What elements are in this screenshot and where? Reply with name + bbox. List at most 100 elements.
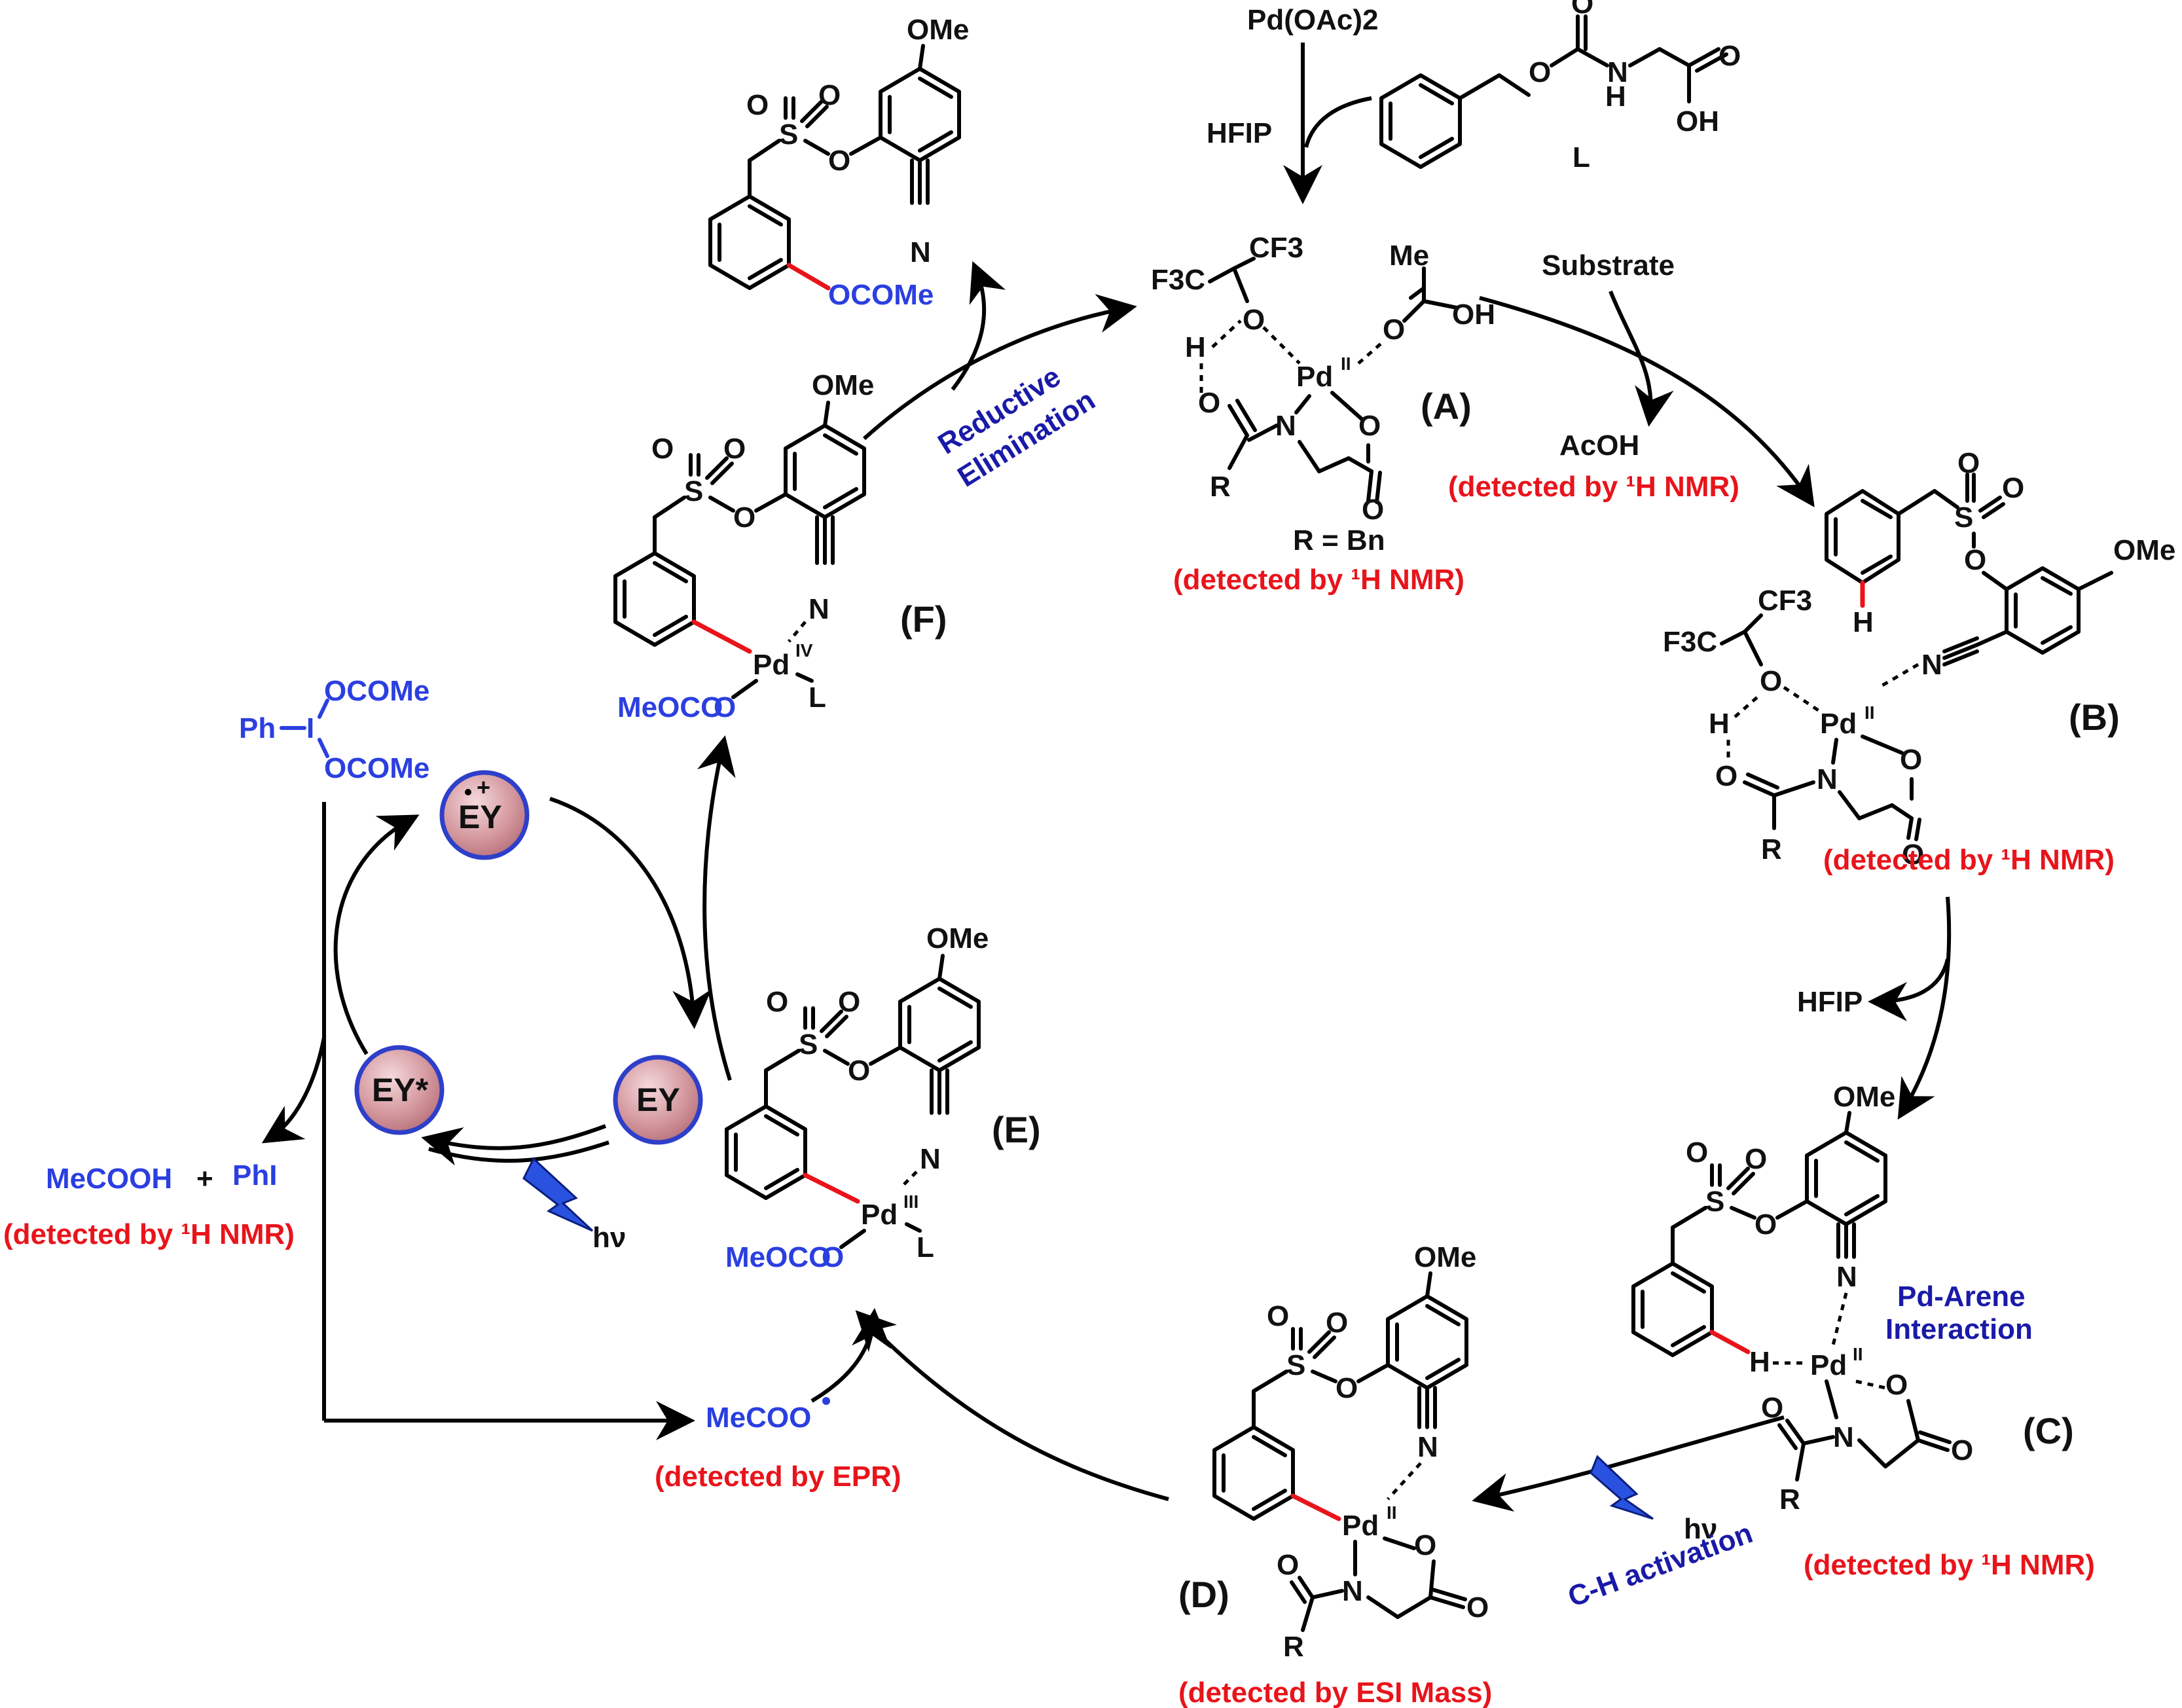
- complex-B: H S O O O OMe N CF3 F3C O H Pd II: [1663, 447, 2175, 876]
- B-f3c: F3C: [1663, 626, 1717, 658]
- D-o-carbonyl: O: [1466, 1591, 1489, 1624]
- product-so2-o2: O: [818, 79, 841, 111]
- F-nitrile-n: N: [809, 593, 829, 625]
- product-nitrile-n: N: [910, 236, 931, 268]
- mecoo-radical-dot-icon: [822, 1397, 830, 1405]
- complex-C: OMe O S O O H N Pd II O N: [1631, 1081, 2095, 1581]
- E-pd: Pd: [861, 1199, 898, 1231]
- hv-label-CD: hν: [1684, 1513, 1717, 1545]
- hv-label-photocycle: hν: [592, 1222, 626, 1254]
- A-o-acetate: O: [1383, 314, 1405, 346]
- E-so2-o2: O: [838, 986, 860, 1018]
- pd-oac2-label: Pd(OAc)2: [1247, 4, 1378, 36]
- C-r: R: [1779, 1483, 1800, 1516]
- B-h-arene: H: [1853, 606, 1874, 638]
- radical-dot-icon: [465, 789, 471, 795]
- B-o-glycine: O: [1900, 744, 1922, 776]
- E-so2-o1: O: [766, 986, 788, 1018]
- arrow-C-to-D: [1472, 1415, 1785, 1512]
- E-pd-ox: III: [903, 1191, 918, 1212]
- B-o-hfip: O: [1760, 665, 1782, 697]
- C-so2-o1: O: [1686, 1136, 1708, 1169]
- C-ome: OMe: [1833, 1081, 1895, 1113]
- F-s: S: [684, 475, 703, 507]
- F-ester-o: O: [733, 501, 755, 534]
- C-pd-ox: II: [1853, 1344, 1863, 1364]
- B-detection: (detected by ¹H NMR): [1823, 844, 2115, 876]
- piii-ph: Ph: [239, 712, 276, 744]
- ligand-n: N: [1607, 56, 1628, 88]
- arrow-A-to-B: [1479, 296, 1815, 507]
- B-ome: OMe: [2113, 534, 2175, 566]
- F-so2-o1: O: [651, 433, 674, 465]
- ey-label: EY: [636, 1081, 680, 1118]
- E-meoco: MeOCO: [725, 1241, 831, 1273]
- D-detection: (detected by ESI Mass): [1178, 1677, 1492, 1708]
- F-ome: OMe: [812, 369, 874, 401]
- piii-i: I: [306, 712, 314, 744]
- complex-D: OMe O S O O N Pd II O N: [1178, 1241, 1492, 1708]
- C-nitrile-n: N: [1836, 1261, 1857, 1293]
- ligand-L-label: L: [1573, 141, 1590, 173]
- arrow-F-to-A: [862, 294, 1137, 441]
- A-detection: (detected by ¹H NMR): [1173, 564, 1464, 596]
- E-s: S: [799, 1028, 818, 1061]
- arc-EYplus-to-EY: [549, 797, 712, 1029]
- B-o-amide: O: [1715, 760, 1737, 792]
- A-o-glycine: O: [1358, 410, 1381, 442]
- plus-sign: +: [196, 1163, 213, 1195]
- C-h: H: [1749, 1346, 1770, 1378]
- D-pd-ox: II: [1387, 1502, 1397, 1523]
- B-label: (B): [2069, 697, 2120, 738]
- acoh-label: AcOH: [1559, 429, 1639, 462]
- hfip-label-BC: HFIP: [1797, 986, 1863, 1018]
- ligand-L-structure: O O N H O OH: [1379, 0, 1741, 169]
- complex-A: CF3 F3C O H Pd II O Me OH O N O O: [1151, 232, 1495, 596]
- top-reagents: Pd(OAc)2 HFIP O O N H O OH L: [1207, 0, 1741, 204]
- D-n: N: [1342, 1575, 1363, 1607]
- arrow-E-to-F: [697, 735, 736, 1081]
- arc-EYstar-to-EY-return: [428, 1140, 609, 1163]
- A-h: H: [1185, 331, 1206, 363]
- product-so2-o1: O: [746, 89, 769, 121]
- A-n: N: [1275, 410, 1296, 442]
- B-ester-o: O: [1964, 544, 1986, 576]
- A-o-amide: O: [1198, 387, 1220, 419]
- E-ester-o: O: [848, 1055, 870, 1087]
- arc-EYstar-to-EYplus: [333, 814, 420, 1055]
- arc-EY-to-EYstar: [421, 1124, 607, 1166]
- substrate-label: Substrate: [1542, 249, 1675, 282]
- product-ester-o: O: [828, 145, 850, 177]
- ligand-oh: OH: [1676, 105, 1719, 137]
- photoredox-cycle: Ph I OCOMe OCOMe EY + EY* EY hν: [3, 675, 901, 1493]
- F-pd: Pd: [753, 649, 790, 681]
- B-so2-o2: O: [2002, 472, 2024, 504]
- mecooh-label: MeCOOH: [46, 1163, 172, 1195]
- ey-radical-cation-node: EY +: [439, 770, 530, 860]
- F-meoco: MeOCO: [617, 691, 723, 723]
- C-s: S: [1705, 1186, 1724, 1218]
- arrow-D-to-E: [855, 1310, 1169, 1501]
- C-o-glycine: O: [1885, 1369, 1908, 1401]
- acoh-release-arrow: [1609, 290, 1674, 427]
- ey-radical-cation-label: EY: [458, 799, 502, 835]
- product-ocome: OCOMe: [828, 279, 934, 311]
- A-pd: Pd: [1296, 361, 1333, 393]
- D-nitrile-n: N: [1417, 1431, 1438, 1463]
- product-structure: OMe O S O O OCOMe N: [708, 14, 969, 311]
- D-label: (D): [1178, 1574, 1229, 1615]
- A-f3c: F3C: [1151, 264, 1205, 296]
- E-nitrile-n: N: [920, 1143, 941, 1175]
- B-s: S: [1954, 501, 1973, 534]
- C-n: N: [1833, 1421, 1854, 1453]
- ligand-merge-arrow: [1304, 96, 1372, 148]
- C-pd: Pd: [1810, 1349, 1847, 1381]
- D-pd: Pd: [1342, 1510, 1379, 1542]
- C-ester-o: O: [1755, 1208, 1777, 1241]
- mecooh-release-arrow: [261, 1037, 326, 1144]
- F-meoco-o: O: [714, 691, 736, 723]
- acoh-detection: (detected by ¹H NMR): [1448, 471, 1739, 503]
- D-r: R: [1283, 1631, 1304, 1663]
- B-o-carbonyl: O: [1902, 839, 1924, 871]
- ligand-ester-o: O: [1529, 56, 1551, 88]
